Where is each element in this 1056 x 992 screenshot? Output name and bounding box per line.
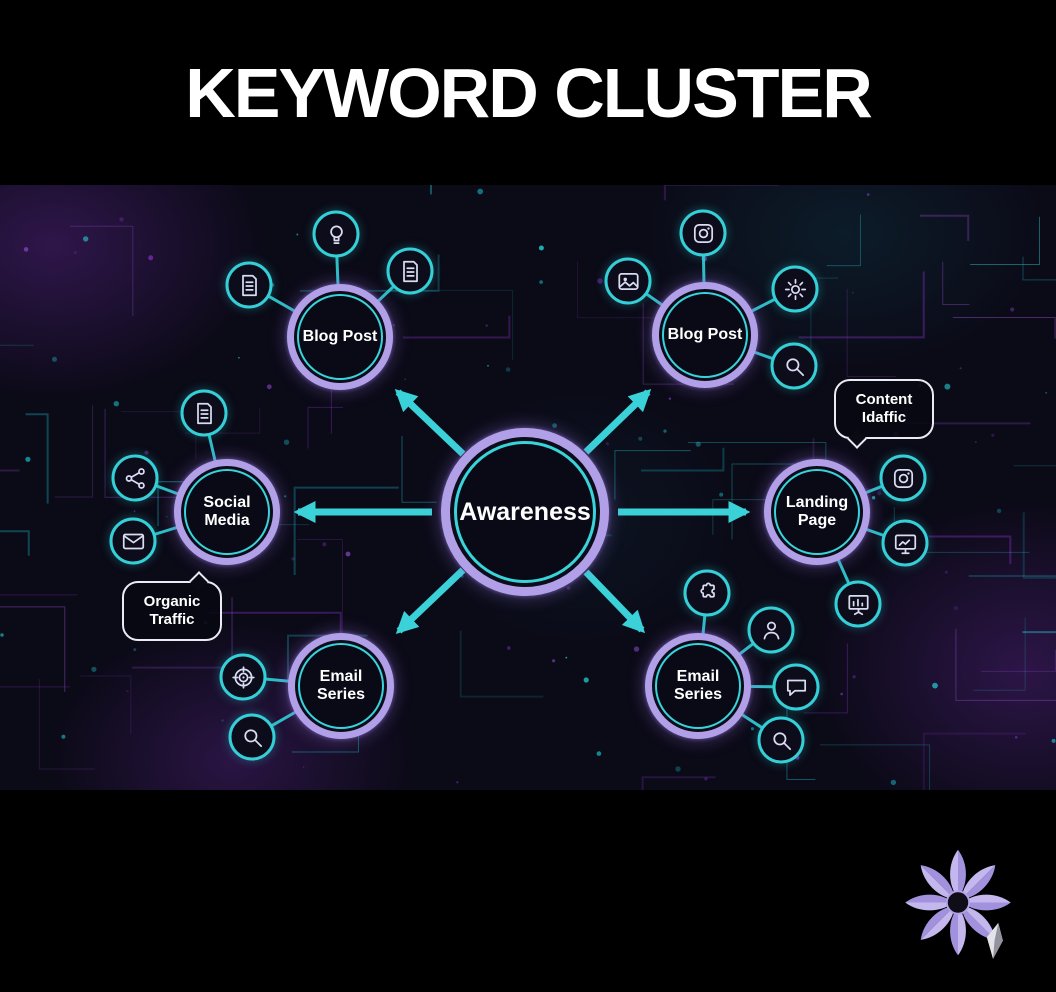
lightbulb-icon bbox=[312, 210, 360, 258]
callout-label: Organic Traffic bbox=[143, 593, 201, 628]
node-ring: Social Media bbox=[184, 469, 270, 555]
node-ring: Blog Post bbox=[662, 292, 748, 378]
node-ring: Blog Post bbox=[297, 294, 383, 380]
node-landing-page: Landing Page bbox=[764, 459, 870, 565]
chart-icon bbox=[834, 580, 882, 628]
share-icon bbox=[111, 454, 159, 502]
node-ring: Awareness bbox=[454, 441, 596, 583]
logo-petals bbox=[905, 849, 1011, 956]
instagram-icon bbox=[879, 454, 927, 502]
node-label: Email Series bbox=[673, 667, 723, 703]
organic-traffic-callout: Organic Traffic bbox=[122, 571, 222, 641]
node-email-series-right: Email Series bbox=[645, 633, 751, 739]
node-ring: Email Series bbox=[655, 643, 741, 729]
puzzle-icon bbox=[683, 569, 731, 617]
search-icon bbox=[228, 713, 276, 761]
node-ring: Email Series bbox=[298, 643, 384, 729]
node-blog-post-right: Blog Post bbox=[652, 282, 758, 388]
node-awareness: Awareness bbox=[441, 428, 609, 596]
node-label: Social Media bbox=[203, 493, 251, 529]
document-icon bbox=[180, 389, 228, 437]
search-icon bbox=[757, 716, 805, 764]
image-icon bbox=[604, 257, 652, 305]
target-icon bbox=[219, 653, 267, 701]
search-icon bbox=[770, 342, 818, 390]
node-blog-post-left: Blog Post bbox=[287, 284, 393, 390]
node-email-series-left: Email Series bbox=[288, 633, 394, 739]
node-ring: Landing Page bbox=[774, 469, 860, 555]
instagram-icon bbox=[679, 209, 727, 257]
document-icon bbox=[225, 261, 273, 309]
node-social-media: Social Media bbox=[174, 459, 280, 565]
mail-icon bbox=[109, 517, 157, 565]
person-icon bbox=[747, 606, 795, 654]
gear-icon bbox=[771, 265, 819, 313]
node-label: Email Series bbox=[316, 667, 366, 703]
node-label: Blog Post bbox=[667, 325, 743, 343]
document-icon bbox=[386, 247, 434, 295]
page-title: KEYWORD CLUSTER bbox=[185, 53, 873, 132]
node-label: Blog Post bbox=[302, 327, 378, 345]
monitor-icon bbox=[881, 519, 929, 567]
callout-label: Content Idaffic bbox=[855, 391, 913, 426]
title-band: KEYWORD CLUSTER bbox=[0, 0, 1056, 185]
node-label: Landing Page bbox=[785, 493, 849, 529]
node-label: Awareness bbox=[459, 497, 591, 526]
brand-logo bbox=[897, 842, 1019, 969]
diagram-canvas: Blog Post Blog Post Social Media Landing… bbox=[0, 185, 1056, 790]
content-traffic-callout: Content Idaffic bbox=[834, 379, 934, 449]
flower-logo-icon bbox=[905, 849, 1011, 959]
radial-arrows bbox=[293, 388, 751, 635]
logo-diamond bbox=[986, 922, 1003, 959]
chat-icon bbox=[772, 663, 820, 711]
